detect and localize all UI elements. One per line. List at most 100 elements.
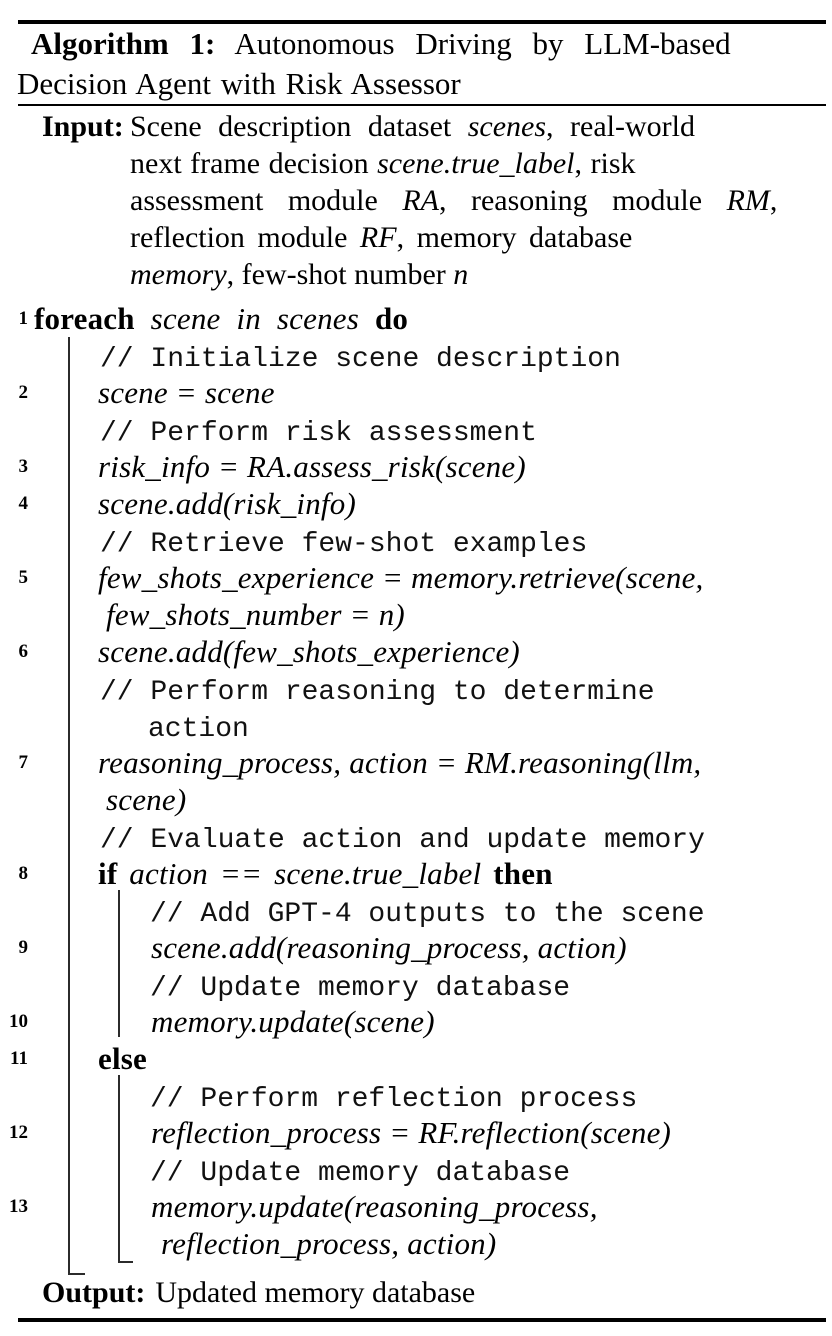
- code-line-content: scene.add(few_shots_experience): [98, 633, 520, 670]
- line-number: 5: [18, 567, 29, 588]
- code-text: scene.add(risk_info): [98, 486, 356, 521]
- plain-text: , few-shot number: [226, 258, 454, 291]
- caption-line-1: Algorithm 1: Autonomous Driving by LLM-b…: [0, 24, 832, 64]
- code-line: few_shots_number = n): [0, 596, 832, 633]
- code-text: scene): [106, 782, 187, 817]
- output-section: Output:Updated memory database: [0, 1274, 832, 1312]
- plain-text: Scene description dataset: [130, 110, 468, 143]
- code-line-content: few_shots_experience = memory.retrieve(s…: [98, 559, 704, 596]
- code-text: n: [453, 258, 469, 291]
- comment-text: action: [148, 714, 249, 745]
- input-line: assessment module RA, reasoning module R…: [130, 182, 832, 219]
- keyword: foreach: [34, 301, 135, 336]
- code-line-content: action: [148, 707, 249, 748]
- comment-text: // Perform risk assessment: [100, 418, 537, 449]
- line-number: 2: [18, 382, 29, 403]
- code-text: reflection_process, action): [161, 1226, 497, 1261]
- code-line-content: reflection_process = RF.reflection(scene…: [151, 1114, 671, 1151]
- comment-text: // Evaluate action and update memory: [100, 825, 705, 856]
- code-line-content: reasoning_process, action = RM.reasoning…: [98, 744, 701, 781]
- code-line-content: else: [98, 1040, 147, 1077]
- code-line-content: reflection_process, action): [161, 1225, 496, 1262]
- code-line: // Update memory database: [0, 1151, 832, 1189]
- bottom-rule: [18, 1318, 826, 1322]
- code-text: scenes: [467, 110, 547, 143]
- line-number: 9: [18, 937, 29, 958]
- input-section: Input: Scene description dataset scenes,…: [0, 106, 832, 293]
- algorithm-caption: Algorithm 1: Autonomous Driving by LLM-b…: [0, 24, 832, 104]
- keyword: else: [98, 1041, 147, 1076]
- code-line-content: // Update memory database: [150, 966, 570, 1007]
- comment-text: // Retrieve few-shot examples: [100, 529, 588, 560]
- comment-text: // Add GPT-4 outputs to the scene: [150, 899, 705, 930]
- input-line: Scene description dataset scenes, real-w…: [130, 108, 832, 145]
- code-text: few_shots_experience = memory.retrieve(s…: [98, 560, 704, 595]
- line-number: 12: [9, 1122, 28, 1143]
- code-text: scene.add(few_shots_experience): [98, 634, 520, 669]
- code-line-content: // Perform risk assessment: [100, 411, 537, 452]
- code-line: // Add GPT-4 outputs to the scene: [0, 892, 832, 930]
- plain-text: reflection module: [130, 221, 360, 254]
- code-text: scene = scene: [98, 375, 275, 410]
- foreach-block-rule: [68, 337, 85, 1275]
- keyword: do: [374, 301, 409, 336]
- code-line-content: // Update memory database: [150, 1151, 570, 1192]
- code-line-content: // Evaluate action and update memory: [100, 818, 705, 859]
- caption-line-2: Decision Agent with Risk Assessor: [17, 66, 461, 101]
- code-text: risk_info = RA.assess_risk(scene): [98, 449, 526, 484]
- code-line: 10 memory.update(scene): [0, 1003, 832, 1040]
- code-text: RM: [726, 184, 770, 217]
- code-line: // Retrieve few-shot examples: [0, 522, 832, 560]
- code-text: action == scene.true_label: [117, 856, 494, 891]
- code-line: // Evaluate action and update memory: [0, 818, 832, 856]
- code-line-content: foreach scene in scenes do: [34, 300, 408, 337]
- code-line-content: scene.add(risk_info): [98, 485, 356, 522]
- code-line-content: scene = scene: [98, 374, 275, 411]
- code-text: memory.update(scene): [151, 1004, 435, 1039]
- top-rule: [18, 20, 826, 24]
- code-line: action: [0, 707, 832, 745]
- code-text: scene.add(reasoning_process, action): [151, 930, 627, 965]
- input-line: reflection module RF, memory database: [130, 219, 832, 256]
- code-line: 7 reasoning_process, action = RM.reasonin…: [0, 744, 832, 781]
- input-label: Input:: [42, 110, 124, 143]
- keyword: then: [493, 856, 553, 891]
- code-line: 5 few_shots_experience = memory.retrieve(…: [0, 559, 832, 596]
- plain-text: , real-world: [546, 110, 695, 143]
- code-line-content: risk_info = RA.assess_risk(scene): [98, 448, 526, 485]
- comment-text: // Initialize scene description: [100, 344, 621, 375]
- comment-text: // Perform reflection process: [150, 1084, 638, 1115]
- code-line: // Perform reflection process: [0, 1077, 832, 1115]
- code-text: reflection_process = RF.reflection(scene…: [151, 1115, 672, 1150]
- comment-text: // Update memory database: [150, 1158, 571, 1189]
- code-text: memory.update(reasoning_process,: [151, 1189, 598, 1224]
- code-line-content: few_shots_number = n): [106, 596, 405, 633]
- code-line: // Perform risk assessment: [0, 411, 832, 449]
- code-line-content: // Perform reasoning to determine: [100, 670, 655, 711]
- line-number: 10: [9, 1011, 28, 1032]
- comment-text: // Update memory database: [150, 973, 571, 1004]
- code-line-content: // Add GPT-4 outputs to the scene: [150, 892, 705, 933]
- code-text: reasoning_process, action = RM.reasoning…: [98, 745, 702, 780]
- code-text: scene.true_label: [377, 147, 575, 180]
- keyword: if: [98, 856, 118, 891]
- code-line-content: // Perform reflection process: [150, 1077, 637, 1118]
- output-label: Output:: [42, 1276, 146, 1309]
- line-number: 7: [18, 752, 29, 773]
- code-text: RA: [402, 184, 439, 217]
- code-line: // Initialize scene description: [0, 337, 832, 375]
- plain-text: next frame decision: [130, 147, 378, 180]
- code-line-content: scene.add(reasoning_process, action): [151, 929, 627, 966]
- code-line: // Perform reasoning to determine: [0, 670, 832, 708]
- code-text: RF: [359, 221, 397, 254]
- line-number: 4: [18, 493, 29, 514]
- input-line: next frame decision scene.true_label, ri…: [130, 145, 832, 182]
- code-text: scene in scenes: [134, 301, 375, 336]
